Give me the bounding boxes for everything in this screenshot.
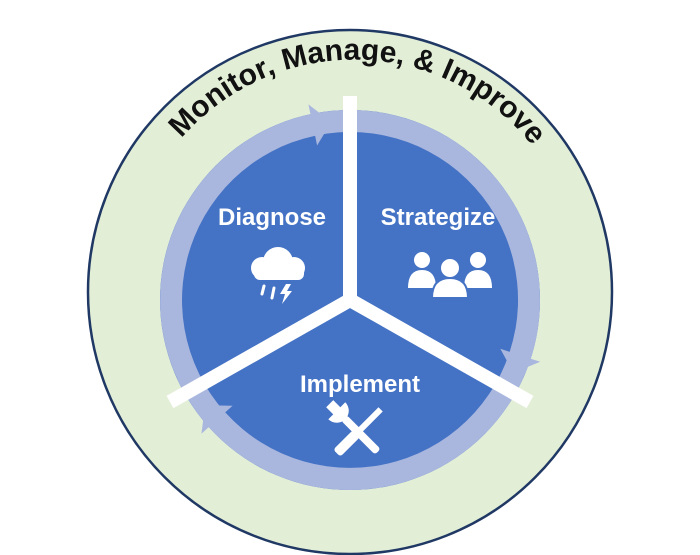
wrench-screwdriver-icon <box>326 400 383 456</box>
storm-cloud-icon <box>251 247 305 304</box>
arrow-implement-to-diagnose <box>201 329 538 490</box>
people-group-icon <box>408 252 492 299</box>
cycle-arrows <box>160 104 541 490</box>
segment-strategize: Strategize <box>381 204 496 299</box>
arrow-strategize-to-implement <box>285 110 541 373</box>
arrow-diagnose-to-strategize <box>160 104 332 446</box>
segment-diagnose: Diagnose <box>218 204 326 304</box>
segment-label-strategize: Strategize <box>381 204 496 231</box>
segment-label-diagnose: Diagnose <box>218 204 326 231</box>
divider-left <box>166 293 354 409</box>
segment-implement: Implement <box>300 371 420 456</box>
divider-right <box>346 293 534 409</box>
segment-label-implement: Implement <box>300 371 420 398</box>
segment-dividers <box>166 96 534 409</box>
